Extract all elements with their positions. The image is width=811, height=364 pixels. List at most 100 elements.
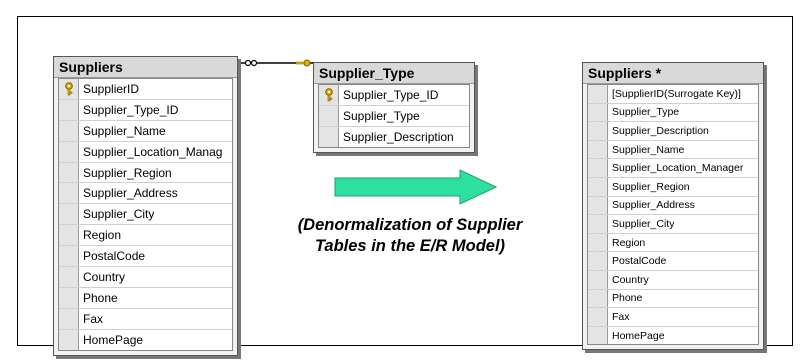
row-selector [319,106,339,126]
table-row[interactable]: Supplier_Name [59,120,232,142]
table-row[interactable]: [SupplierID(Surrogate Key)] [588,85,758,104]
row-selector [59,225,79,246]
row-selector [588,177,608,196]
column-name: Fax [612,310,630,323]
column-name: Region [612,236,646,249]
table-row[interactable]: HomePage [59,329,232,350]
caption-line: (Denormalization of Supplier [297,216,523,234]
row-selector [588,252,608,270]
table-row[interactable]: Supplier_City [59,204,232,226]
row-selector [59,99,79,120]
column-name: Supplier_City [83,207,155,222]
column-name: Supplier_Address [83,186,178,201]
column-name: Supplier_Type_ID [343,88,439,102]
column-name: Country [612,273,649,286]
row-selector [588,289,608,308]
table-row[interactable]: Country [588,270,758,290]
column-name: Supplier_Type [612,106,680,119]
infinity-end-icon [244,59,252,67]
table-row[interactable]: Region [59,225,232,247]
table-title: Supplier_Type [314,63,474,84]
table-columns: [SupplierID(Surrogate Key)] Supplier_Type… [587,84,759,346]
key-icon [319,85,339,105]
row-selector [59,246,79,267]
row-selector [588,140,608,159]
column-name: Supplier_Description [612,124,709,137]
column-name: Supplier_Location_Manager [612,162,744,175]
row-selector [588,159,608,177]
table-row[interactable]: Phone [59,287,232,309]
row-selector [588,308,608,326]
key-end-icon [295,59,311,67]
table-row[interactable]: HomePage [588,326,758,345]
column-name: HomePage [83,332,144,347]
row-selector [59,141,79,162]
column-name: Supplier_Description [343,130,454,144]
table-row[interactable]: Country [59,267,232,288]
row-selector [59,267,79,287]
row-selector [588,215,608,233]
table-title: Suppliers [54,57,237,78]
table-row[interactable]: Supplier_Type_ID [59,99,232,121]
caption-line: Tables in the E/R Model) [314,237,506,255]
column-name: Country [83,269,126,284]
table-row[interactable]: Supplier_Location_Manag [59,141,232,163]
table-row[interactable]: PostalCode [59,246,232,268]
table-row[interactable]: Supplier_Type [319,106,469,127]
row-selector [588,103,608,122]
table-row[interactable]: Supplier_City [588,215,758,234]
column-name: Fax [83,311,104,326]
column-name: Supplier_Region [83,165,172,180]
table-row[interactable]: PostalCode [588,252,758,271]
column-name: Region [83,228,122,243]
column-name: Supplier_Region [612,180,690,193]
column-name: Phone [612,292,643,305]
column-name: Supplier_Location_Manag [83,144,223,159]
row-selector [319,127,339,147]
table-row[interactable]: Region [588,233,758,253]
caption: (Denormalization of Supplier Tables in t… [255,215,565,257]
right-arrow-icon [334,169,498,205]
column-name: HomePage [612,329,665,342]
column-name: Supplier_City [612,217,675,230]
row-selector [588,122,608,140]
table-row[interactable]: Supplier_Region [588,177,758,197]
table-row[interactable]: Supplier_Location_Manager [588,159,758,178]
column-name: Supplier_Name [83,123,166,138]
table-row[interactable]: Fax [588,308,758,327]
table-title: Suppliers * [583,63,763,84]
row-selector [59,329,79,350]
column-name: PostalCode [612,255,667,268]
table-row[interactable]: Supplier_Description [319,127,469,147]
table-row[interactable]: Supplier_Type_ID [319,85,469,106]
table-row[interactable]: Supplier_Type [588,103,758,123]
suppliers-denormalized-table[interactable]: Suppliers * [SupplierID(Surrogate Key)] S… [582,62,764,351]
row-selector [588,196,608,215]
table-row[interactable]: Phone [588,289,758,309]
column-name: SupplierID [83,81,140,96]
row-selector [588,270,608,289]
row-selector [59,120,79,141]
row-selector [59,162,79,183]
table-row[interactable]: Supplier_Address [59,183,232,205]
row-selector [588,326,608,345]
table-row[interactable]: Supplier_Address [588,196,758,216]
table-row[interactable]: Fax [59,308,232,330]
column-name: [SupplierID(Surrogate Key)] [612,87,741,100]
table-row[interactable]: Supplier_Region [59,162,232,184]
table-row[interactable]: Supplier_Name [588,140,758,160]
column-name: Phone [83,290,118,305]
column-name: Supplier_Type_ID [83,102,179,117]
column-name: PostalCode [83,249,146,264]
row-selector [588,85,608,103]
column-name: Supplier_Name [612,143,685,156]
row-selector [59,183,79,204]
table-row[interactable]: SupplierID [59,79,232,100]
table-row[interactable]: Supplier_Description [588,122,758,141]
row-selector [59,287,79,308]
